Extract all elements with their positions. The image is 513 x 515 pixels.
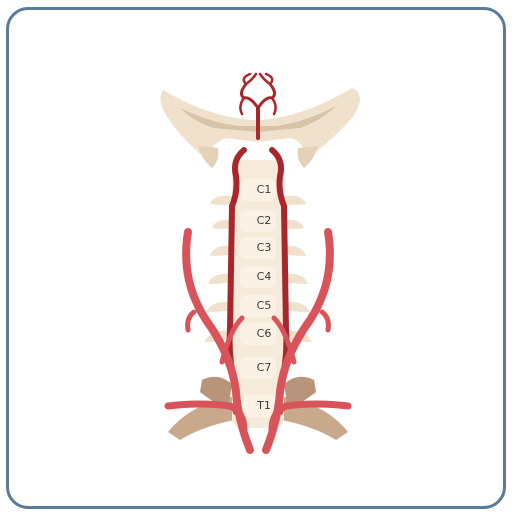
vertebra-label-c1: C1 <box>257 183 272 196</box>
vertebra-label-c7: C7 <box>257 361 272 374</box>
skull-base <box>160 88 360 168</box>
vertebra-label-c3: C3 <box>257 241 272 254</box>
vertebra-label-c5: C5 <box>257 299 272 312</box>
vertebra-label-c2: C2 <box>257 214 272 227</box>
vertebra-label-c6: C6 <box>257 327 272 340</box>
vertebra-label-t1: T1 <box>256 399 271 412</box>
vertebra-label-c4: C4 <box>257 270 272 283</box>
